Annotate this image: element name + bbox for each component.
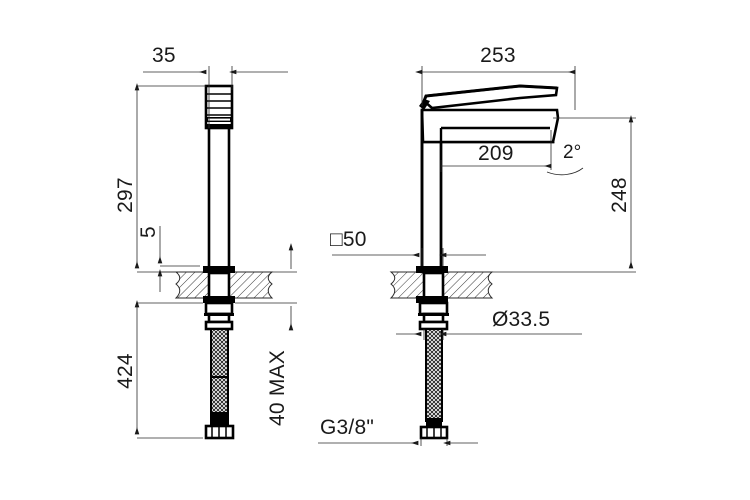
- left-supply-hose: [204, 328, 235, 440]
- dim-label-sq50: □50: [330, 228, 367, 251]
- dim-label-40max: 40 MAX: [266, 350, 289, 426]
- dim-label-d335: Ø33.5: [492, 308, 550, 331]
- right-supply-hose: [419, 328, 449, 440]
- dim-253: 253: [415, 44, 576, 110]
- left-mounting-nuts: [204, 301, 234, 331]
- left-column-body: [207, 126, 231, 270]
- dim-2deg: 2°: [546, 142, 584, 176]
- dim-sq50: □50: [330, 228, 486, 266]
- dim-248: 248: [492, 115, 636, 273]
- dim-label-248: 248: [608, 177, 631, 213]
- dim-label-2deg: 2°: [563, 142, 581, 163]
- dim-40max: 40 MAX: [235, 243, 297, 426]
- right-deck-slab: [389, 271, 494, 299]
- dim-d335: Ø33.5: [396, 308, 582, 340]
- left-deck-slab: [174, 271, 274, 299]
- right-lever-handle: [419, 84, 559, 110]
- dim-label-424: 424: [114, 353, 137, 389]
- dim-35: 35: [143, 44, 288, 128]
- right-mounting-nuts: [418, 301, 449, 331]
- right-deck-flange: [416, 266, 448, 303]
- dim-424: 424: [114, 300, 203, 439]
- left-knurled-head: [204, 84, 234, 130]
- dim-209: 209: [440, 130, 552, 172]
- dim-g38: G3/8": [318, 416, 478, 446]
- right-view-lever-mixer: 253 209 2° 248 □50: [318, 44, 636, 446]
- dim-label-209: 209: [478, 142, 514, 165]
- left-deck-flange: [203, 266, 235, 303]
- left-view-pillar-tap: 35 297 5 424 4: [114, 44, 297, 440]
- dim-label-g38: G3/8": [320, 416, 374, 439]
- dim-label-5: 5: [137, 226, 160, 238]
- dim-label-35: 35: [152, 44, 176, 67]
- dim-label-253: 253: [480, 44, 516, 67]
- dim-label-297: 297: [114, 177, 137, 213]
- dim-5: 5: [137, 226, 200, 292]
